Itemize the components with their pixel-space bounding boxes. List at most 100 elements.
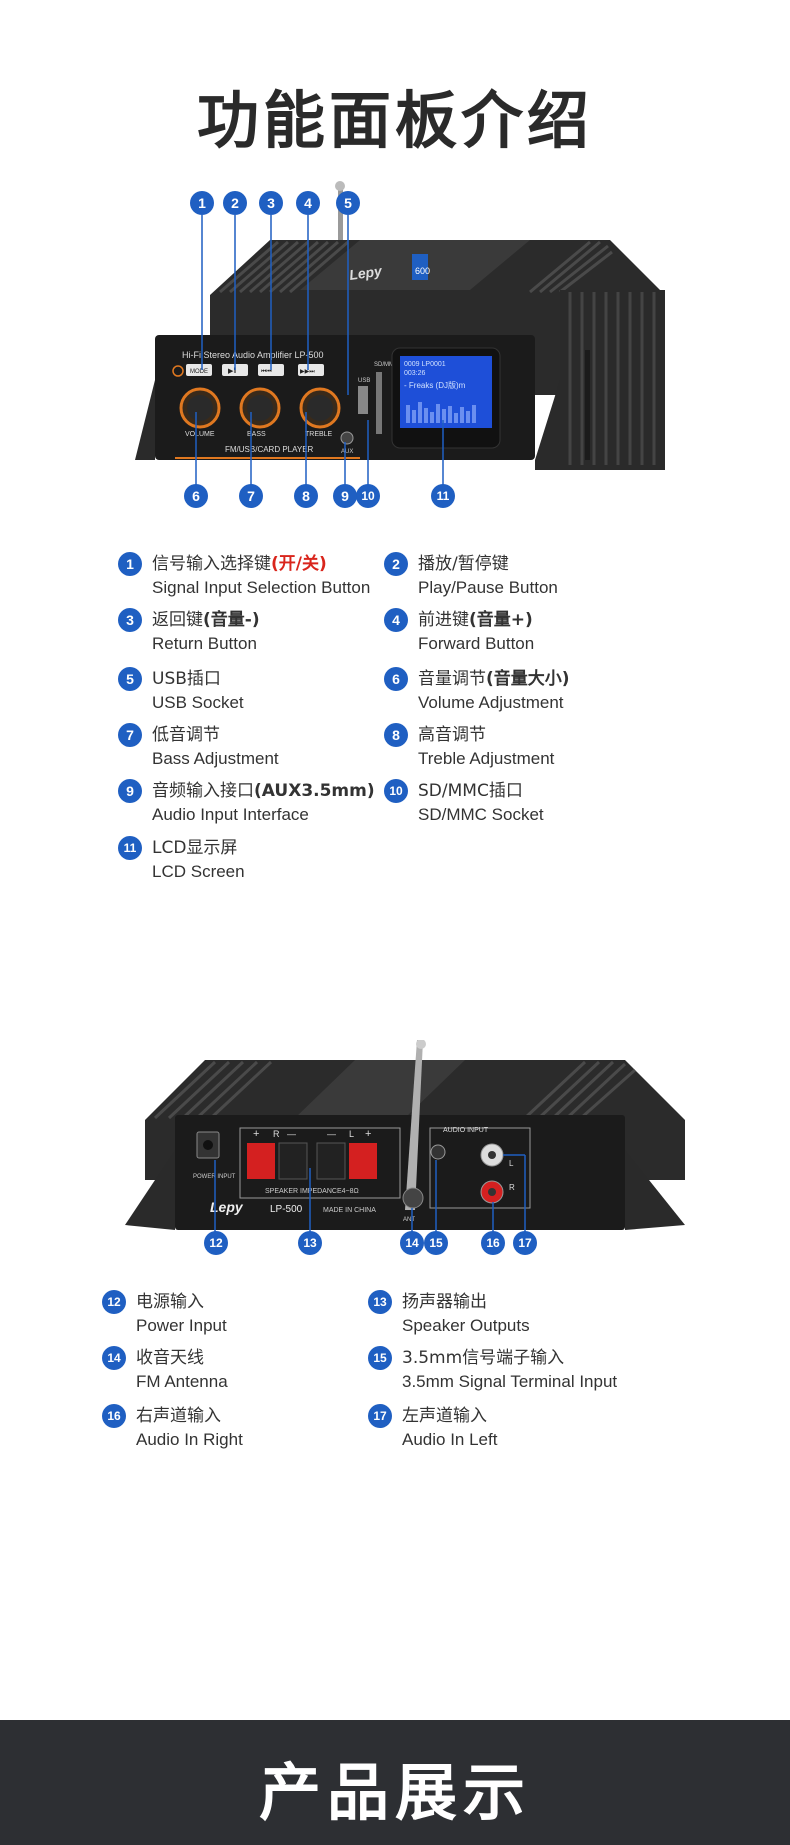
legend-en: Return Button (152, 634, 257, 653)
legend-cn: 电源输入 (136, 1292, 204, 1312)
legend-cn: SD/MMC插口 (418, 781, 523, 801)
legend-en: Audio In Left (402, 1430, 498, 1449)
made-in-label: MADE IN CHINA (323, 1207, 376, 1214)
antenna-connector[interactable] (402, 1187, 424, 1209)
legend-badge: 10 (384, 779, 408, 803)
marker-1: 1 (190, 191, 214, 215)
speaker-minus-left: — (327, 1129, 336, 1139)
legend-badge: 11 (118, 836, 142, 860)
front-panel-image: Lepy 600 Hi-Fi Stereo Audio Amplifier LP… (135, 181, 665, 485)
marker-10: 10 (356, 484, 380, 508)
legend-item-1: 1 信号输入选择键(开/关)Signal Input Selection But… (118, 552, 370, 600)
legend-cn: 信号输入选择键 (152, 554, 271, 574)
volume-knob[interactable] (179, 387, 221, 429)
aux-jack[interactable] (340, 431, 354, 445)
rca-l-label: L (509, 1159, 514, 1168)
legend-item-9: 9 音频输入接口(AUX3.5mm) Audio Input Interface (118, 779, 375, 827)
legend-en: Forward Button (418, 634, 535, 653)
legend-badge: 1 (118, 552, 142, 576)
legend-badge: 9 (118, 779, 142, 803)
marker-15: 15 (424, 1231, 448, 1255)
rear-model: LP-500 (270, 1204, 303, 1215)
legend-cn: 右声道输入 (136, 1406, 221, 1426)
marker-3: 3 (259, 191, 283, 215)
audio-input-label: AUDIO INPUT (443, 1127, 489, 1134)
speaker-plus-left: + (365, 1128, 371, 1140)
marker-13: 13 (298, 1231, 322, 1255)
volume-label: VOLUME (185, 431, 215, 438)
speaker-r-label: R (273, 1129, 280, 1139)
legend-item-3: 3 返回键(音量-)Return Button (118, 608, 260, 656)
legend-badge: 12 (102, 1290, 126, 1314)
legend-en: Speaker Outputs (402, 1316, 530, 1335)
lcd-line3: - Freaks (DJ版)m (404, 380, 466, 390)
marker-7: 7 (239, 484, 263, 508)
marker-4: 4 (296, 191, 320, 215)
forward-label: ▶▶⏭ (300, 369, 315, 375)
lcd-line2: 003:26 (404, 370, 426, 377)
legend-cn: 播放/暂停键 (418, 554, 509, 574)
legend-cn-bold: (AUX3.5mm) (254, 781, 375, 801)
usb-socket[interactable] (358, 386, 368, 414)
mode-button-label: MODE (190, 369, 208, 375)
power-icon (172, 365, 184, 377)
legend-badge: 15 (368, 1346, 392, 1370)
legend-en: Audio Input Interface (152, 805, 309, 824)
marker-5: 5 (336, 191, 360, 215)
usb-label: USB (358, 378, 370, 384)
sd-slot[interactable] (376, 372, 382, 434)
legend-badge: 8 (384, 723, 408, 747)
legend-cn: 音量调节 (418, 669, 486, 689)
speaker-terminal-l-plus[interactable] (349, 1143, 377, 1179)
forward-button[interactable] (298, 364, 324, 376)
legend-badge: 17 (368, 1404, 392, 1428)
rear-brand: Lepy (210, 1199, 244, 1215)
marker-14: 14 (400, 1231, 424, 1255)
legend-cn: 左声道输入 (402, 1406, 487, 1426)
legend-item-17: 17 左声道输入 Audio In Left (368, 1404, 497, 1452)
marker-11: 11 (431, 484, 455, 508)
aux-35mm-jack[interactable] (430, 1144, 446, 1160)
marker-17: 17 (513, 1231, 537, 1255)
bass-knob[interactable] (239, 387, 281, 429)
footer-title: 产品展示 (258, 1756, 531, 1829)
legend-cn: 收音天线 (136, 1348, 204, 1368)
speaker-plus-right: + (253, 1128, 259, 1140)
front-brand-top: Lepy (348, 262, 384, 283)
rca-r-label: R (509, 1183, 515, 1192)
legend-cn: 音频输入接口 (152, 781, 254, 801)
legend-item-4: 4 前进键(音量+)Forward Button (384, 608, 534, 656)
mode-button[interactable] (186, 364, 212, 376)
legend-cn: 扬声器输出 (402, 1292, 487, 1312)
legend-en: Audio In Right (136, 1430, 243, 1449)
legend-cn: 高音调节 (418, 725, 486, 745)
marker-8: 8 (294, 484, 318, 508)
speaker-terminal-r-plus[interactable] (247, 1143, 275, 1179)
legend-en: Signal Input Selection Button (152, 578, 371, 597)
legend-en: 3.5mm Signal Terminal Input (402, 1372, 618, 1391)
player-label: FM/USB/CARD PLAYER (225, 445, 314, 454)
legend-badge: 14 (102, 1346, 126, 1370)
speaker-minus-right: — (287, 1129, 296, 1139)
legend-cn-bold: (音量+) (469, 610, 533, 630)
ant-label: ANT (403, 1217, 415, 1223)
legend-badge: 4 (384, 608, 408, 632)
legend-cn-bold: (音量-) (203, 610, 260, 630)
legend-en: LCD Screen (152, 862, 245, 881)
legend-badge: 5 (118, 667, 142, 691)
bass-label: BASS (247, 431, 266, 438)
treble-knob[interactable] (299, 387, 341, 429)
legend-badge: 2 (384, 552, 408, 576)
speaker-l-label: L (349, 1129, 354, 1139)
top-badge: 600 (415, 266, 430, 276)
speaker-terminal-r-minus[interactable] (278, 1142, 308, 1180)
marker-12: 12 (204, 1231, 228, 1255)
play-pause-label: ▶‖ (228, 368, 236, 375)
legend-en: Power Input (136, 1316, 227, 1335)
speaker-terminal-l-minus[interactable] (316, 1142, 346, 1180)
